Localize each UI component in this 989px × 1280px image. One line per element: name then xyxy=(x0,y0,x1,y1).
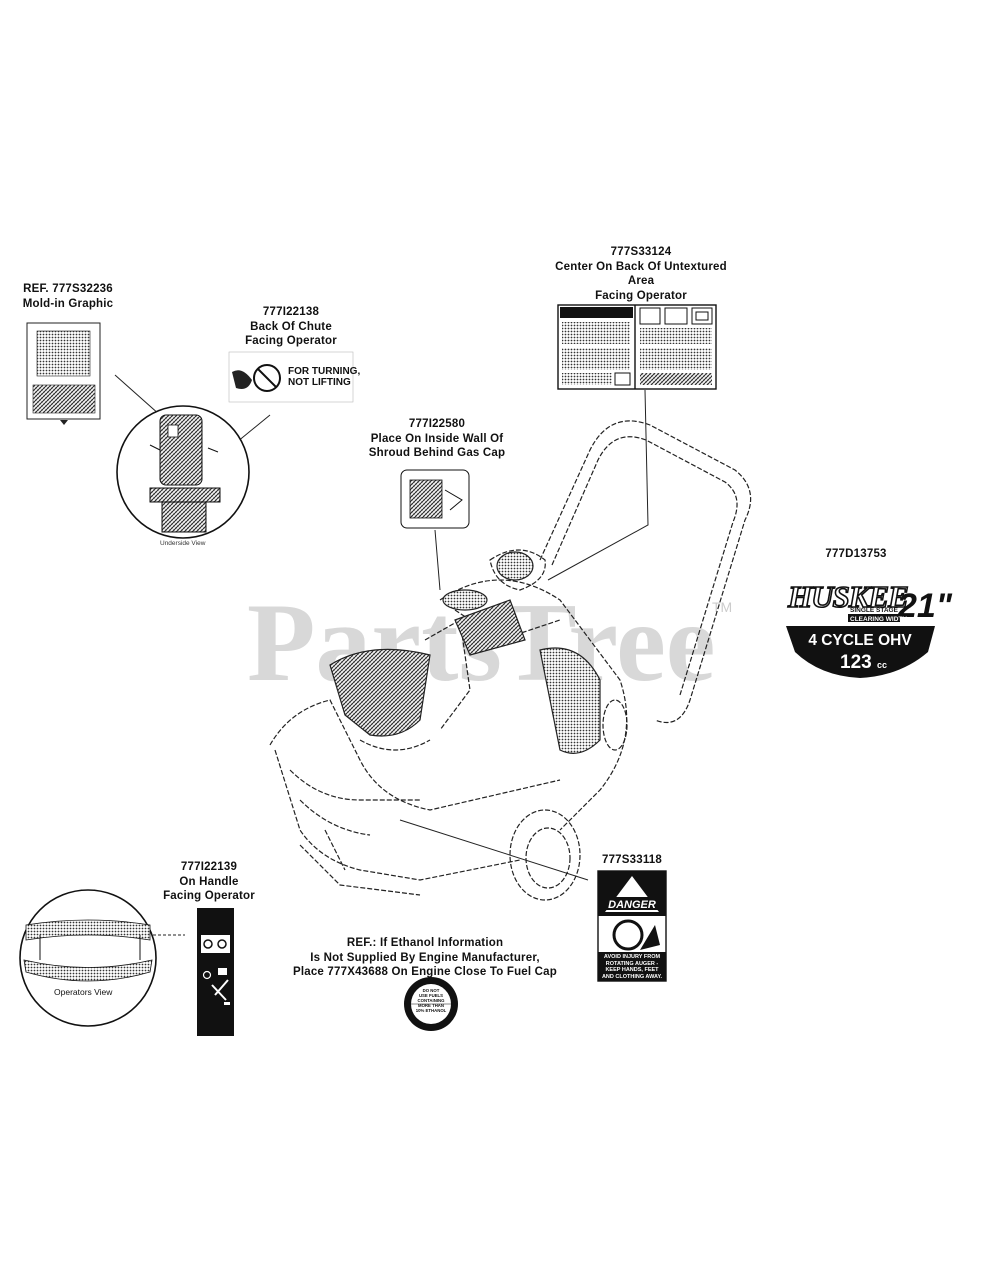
part-number: 777D13753 xyxy=(825,548,887,560)
callout-danger: 777S33118 xyxy=(586,853,678,868)
danger-line: AND CLOTHING AWAY. xyxy=(601,973,663,980)
fuel-cap-decal xyxy=(404,977,458,1031)
shroud-decal xyxy=(400,469,470,529)
brand-sub-1: SINGLE STAGE xyxy=(850,607,899,614)
callout-line: REF.: If Ethanol Information xyxy=(346,937,504,949)
operators-view-label: Operators View xyxy=(54,987,113,997)
callout-line: Place 777X43688 On Engine Close To Fuel … xyxy=(292,966,558,978)
callout-line: On Handle xyxy=(179,875,239,888)
fuel-cap-line: DO NOT xyxy=(422,988,440,993)
callout-line: Shroud Behind Gas Cap xyxy=(368,447,506,459)
part-number: REF. 777S32236 xyxy=(23,283,113,295)
operators-view-circle xyxy=(19,889,157,1027)
brand-sub-2: CLEARING WIDTH xyxy=(850,616,907,623)
chute-warning-text: FOR TURNING, NOT LIFTING xyxy=(288,366,360,388)
fuel-cap-line: CONTAINING xyxy=(417,998,445,1003)
callout-line: Center On Back Of Untextured xyxy=(555,260,727,273)
fuel-cap-text: DO NOT USE FUELS CONTAINING MORE THAN 10… xyxy=(414,988,448,1013)
brand-decal: HUSKEE 21" SINGLE STAGE CLEARING WIDTH 4… xyxy=(786,574,953,678)
displacement-unit: cc xyxy=(877,660,887,670)
displacement: 123 xyxy=(840,652,872,673)
part-number: 777S33124 xyxy=(610,246,672,258)
callout-line: Mold-in Graphic xyxy=(22,297,114,310)
chute-decal xyxy=(228,351,354,403)
watermark-tm: TM xyxy=(712,599,732,615)
brand-name: HUSKEE xyxy=(787,579,908,614)
engine-label: 4 CYCLE OHV xyxy=(808,632,912,649)
callout-shroud: 777I22580 Place On Inside Wall Of Shroud… xyxy=(352,417,522,461)
fuel-cap-line: USE FUELS xyxy=(418,993,444,998)
brand-size: 21" xyxy=(897,587,953,625)
callout-mold-in-graphic: REF. 777S32236 Mold-in Graphic xyxy=(10,282,126,311)
part-number: 777I22580 xyxy=(408,418,466,430)
callout-handle: 777I22139 On Handle Facing Operator xyxy=(155,860,263,904)
part-number: 777S33118 xyxy=(601,854,662,866)
callout-line: Is Not Supplied By Engine Manufacturer, xyxy=(310,951,540,964)
snow-thrower-drawing xyxy=(269,420,752,901)
danger-decal: DANGER xyxy=(597,870,667,982)
callout-dash: 777S33124 Center On Back Of Untextured A… xyxy=(536,245,746,303)
callout-line: Facing Operator xyxy=(595,289,687,302)
danger-line: ROTATING AUGER - xyxy=(605,960,659,967)
callout-line: Facing Operator xyxy=(163,890,255,902)
danger-text: AVOID INJURY FROM ROTATING AUGER - KEEP … xyxy=(600,954,664,980)
underside-view-circle xyxy=(116,405,250,539)
mold-in-graphic-decal xyxy=(26,322,101,425)
fuel-cap-line: MORE THAN xyxy=(417,1003,445,1008)
part-number: 777I22139 xyxy=(180,861,238,873)
danger-header: DANGER xyxy=(608,899,656,911)
danger-line: KEEP HANDS, FEET xyxy=(605,967,659,973)
part-number: 777I22138 xyxy=(262,306,320,318)
chute-warning-line: NOT LIFTING xyxy=(288,377,351,388)
fuel-cap-line: 10% ETHANOL xyxy=(415,1008,447,1013)
callout-ethanol: REF.: If Ethanol Information Is Not Supp… xyxy=(282,936,568,980)
danger-line: AVOID INJURY FROM xyxy=(603,954,661,960)
dash-decal xyxy=(557,304,717,390)
callout-line: Back Of Chute xyxy=(250,320,332,333)
callout-brand: 777D13753 xyxy=(806,547,906,562)
callout-line: Area xyxy=(627,275,655,287)
callout-line: Place On Inside Wall Of xyxy=(370,432,504,445)
chute-warning-line: FOR TURNING, xyxy=(288,366,361,377)
callout-line: Facing Operator xyxy=(245,335,337,347)
callout-chute: 777I22138 Back Of Chute Facing Operator xyxy=(220,305,362,349)
handle-decal xyxy=(197,908,234,1036)
underside-view-label: Underside View xyxy=(160,540,206,547)
